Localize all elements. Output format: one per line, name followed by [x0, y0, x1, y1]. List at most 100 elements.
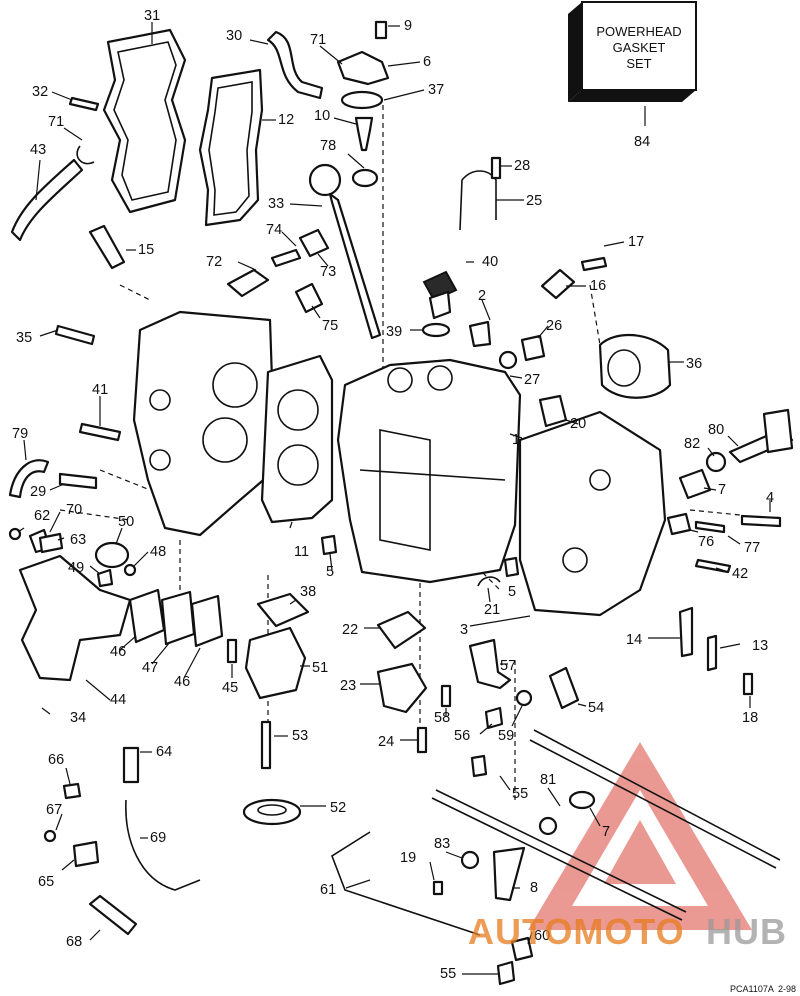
figure-code: PCA1107A: [730, 984, 774, 994]
callout-label: 76: [698, 534, 714, 550]
dowel-a: [320, 534, 338, 556]
long-screw: [54, 324, 96, 346]
screen: [538, 394, 568, 428]
callout-label: 55: [512, 786, 528, 802]
clip: [459, 170, 497, 231]
callout-label: 84: [634, 134, 650, 150]
reed-block: [244, 626, 307, 700]
gasket-box-line2: GASKET: [613, 40, 666, 55]
washer: [498, 350, 518, 370]
callout-label: 60: [534, 928, 550, 944]
callout-label: 7: [602, 824, 610, 840]
callout-label: 63: [70, 532, 86, 548]
callout-label: 20: [570, 416, 586, 432]
temp-switch: [226, 268, 270, 298]
callout-label: 15: [138, 242, 154, 258]
sensor: [298, 228, 330, 258]
bushing-7b: [538, 816, 558, 836]
plate-57: [468, 638, 512, 690]
link-rod-61: [331, 831, 481, 936]
callout-label: 12: [278, 112, 294, 128]
callout-label: 78: [320, 138, 336, 154]
gasket-46b: [190, 594, 224, 648]
callout-label: 33: [268, 196, 284, 212]
callout-label: 24: [378, 734, 394, 750]
callout-label: 6: [423, 54, 431, 70]
callout-label: 28: [514, 158, 530, 174]
screw-small: [374, 20, 388, 40]
gasket-box-bottom: [568, 90, 696, 102]
callout-label: 27: [524, 372, 540, 388]
callout-label: 46: [174, 674, 190, 690]
callout-label: 2: [478, 288, 486, 304]
gasket-set-box: POWERHEAD GASKET SET: [568, 1, 697, 102]
callout-label: 22: [342, 622, 358, 638]
callout-label: 56: [454, 728, 470, 744]
callout-label: 10: [314, 108, 330, 124]
fuel-hose-69: [125, 799, 201, 891]
callout-label: 42: [732, 566, 748, 582]
drain-plug: [520, 334, 546, 362]
watermark: [528, 742, 752, 930]
callout-label: 23: [340, 678, 356, 694]
bypass-hose: [8, 459, 50, 499]
screw-4: [740, 514, 782, 528]
callout-label: 48: [150, 544, 166, 560]
callout-label: 11: [294, 544, 309, 560]
nut-62: [8, 527, 22, 541]
fitting: [270, 248, 302, 268]
watermark-triangle-icon: [528, 742, 752, 930]
callout-label: 39: [386, 324, 402, 340]
callout-label: 66: [48, 752, 64, 768]
callout-label: 52: [330, 800, 346, 816]
callout-label: 19: [400, 850, 416, 866]
screw-58: [440, 684, 452, 708]
washer-59: [515, 689, 533, 707]
callout-label: 1: [512, 432, 520, 448]
cylinder-head: [132, 310, 277, 537]
screw-42: [694, 558, 732, 574]
shift-rod: [435, 789, 687, 913]
callout-label: 18: [742, 710, 758, 726]
nut-67: [43, 829, 57, 843]
screw-24: [416, 726, 428, 754]
gasket-box-face: [581, 1, 697, 91]
callout-label: 54: [588, 700, 604, 716]
bushing-81: [568, 790, 596, 810]
callout-label: 30: [226, 28, 242, 44]
crankcase: [518, 410, 667, 617]
watermark-part2: HUB: [706, 911, 787, 952]
screw-77: [694, 520, 726, 534]
bolt-48: [123, 563, 137, 577]
callout-label: 46: [110, 644, 126, 660]
callout-label: 82: [684, 436, 700, 452]
seal-52: [242, 798, 302, 826]
callout-label: 43: [30, 142, 46, 158]
cap-66: [62, 782, 82, 800]
gasket-box-line1: POWERHEAD: [596, 24, 681, 39]
callout-label: 32: [32, 84, 48, 100]
throttle-rod: [533, 729, 781, 861]
thermostat-cover: [336, 50, 390, 86]
callout-label: 17: [628, 234, 644, 250]
callout-label: 58: [434, 710, 450, 726]
callout-label: 45: [222, 680, 238, 696]
lever-54: [548, 666, 580, 710]
callout-label: 70: [66, 502, 82, 518]
callout-label: 77: [744, 540, 760, 556]
callout-label: 71: [48, 114, 64, 130]
screw-top: [490, 156, 502, 180]
callout-label: 14: [626, 632, 642, 648]
callout-label: 13: [752, 638, 768, 654]
callout-label: 44: [110, 692, 126, 708]
callout-label: 31: [144, 8, 160, 24]
callout-label: 51: [312, 660, 328, 676]
screw-19: [432, 880, 444, 896]
o-ring: [421, 322, 451, 338]
ring: [705, 451, 727, 473]
callout-label: 61: [320, 882, 336, 898]
clip-76: [666, 512, 692, 536]
thermostat: [354, 116, 374, 152]
thermostat-gasket: [340, 90, 384, 110]
callout-label: 5: [508, 584, 516, 600]
